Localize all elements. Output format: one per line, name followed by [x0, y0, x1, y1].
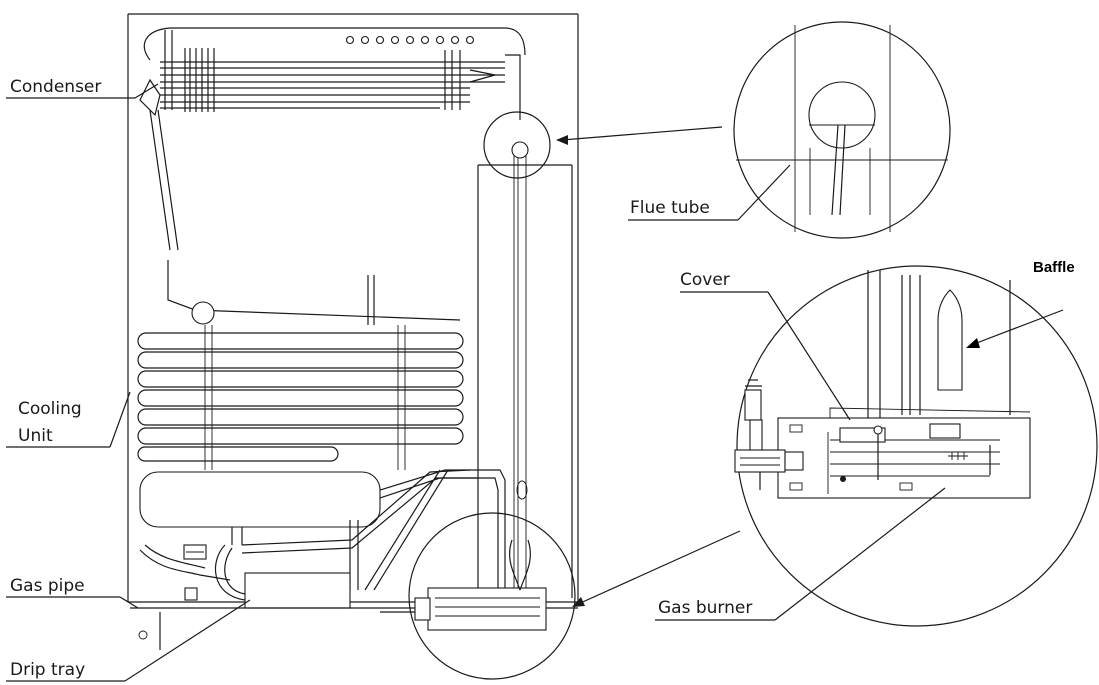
baffle-shape: [937, 289, 963, 391]
burner-detail-arrow: [572, 530, 741, 607]
leader-lines: [6, 83, 1064, 682]
drip-tray-assembly: [130, 544, 578, 650]
condenser: [139, 27, 526, 321]
separator-vessel: [191, 275, 375, 325]
cooling-coils: [137, 325, 464, 470]
main-burner-area: [380, 512, 576, 680]
burner-detail-magnified: [734, 265, 1098, 627]
flue-detail-arrow: [556, 126, 723, 145]
label-cooling-unit-line2: Unit: [18, 426, 53, 446]
flue-tube-detail-magnified: [733, 21, 951, 239]
label-condenser: Condenser: [10, 77, 101, 97]
label-cover: Cover: [680, 270, 730, 290]
flue-tube-housing: [477, 111, 573, 598]
label-gas-burner: Gas burner: [658, 598, 752, 618]
label-gas-pipe: Gas pipe: [10, 576, 85, 596]
absorber-tank: [139, 469, 506, 591]
label-drip-tray: Drip tray: [10, 660, 85, 680]
label-baffle: Baffle: [1033, 259, 1075, 276]
label-flue-tube: Flue tube: [630, 198, 710, 218]
label-cooling-unit-line1: Cooling: [18, 399, 82, 419]
